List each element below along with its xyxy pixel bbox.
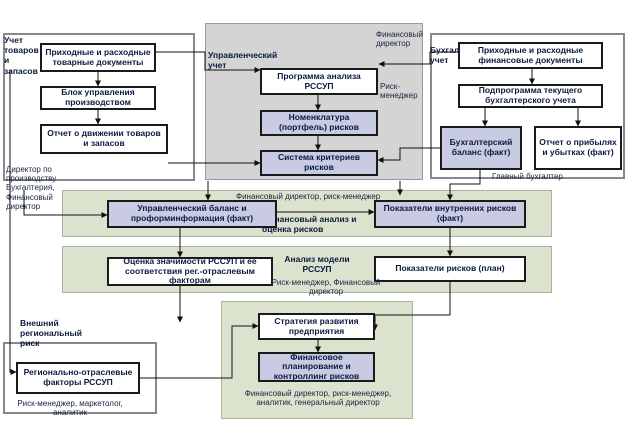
inventory-section-label: Учет товаров и запасов: [4, 35, 39, 76]
profit-loss-report-box[interactable]: Отчет о прибылях и убытках (факт): [534, 126, 622, 170]
management-finance-director-caption: Финансовый директор: [376, 30, 423, 49]
arrow-book-to-program: [378, 51, 458, 67]
external-risk-section-label: Внешний региональный риск: [20, 318, 82, 349]
rssup-program-box[interactable]: Программа анализа РССУП: [260, 68, 378, 95]
internal-risk-indicators-box[interactable]: Показатели внутренних рисков (факт): [374, 200, 526, 228]
strategy-roles-caption: Финансовый директор, риск-менеджер, анал…: [244, 389, 392, 408]
arrow-left-to-fin-balance: [23, 190, 108, 218]
risk-nomenclature-box[interactable]: Номенклатура (портфель) рисков: [260, 110, 378, 136]
inventory-roles-caption: Директор по производству Бухгалтерия, Фи…: [6, 165, 57, 211]
financial-planning-box[interactable]: Финансовое планирование и контроллинг ри…: [258, 352, 375, 382]
bookkeeping-subprogram-box[interactable]: Подпрограмма текущего бухгалтерского уче…: [458, 84, 603, 108]
production-block-box[interactable]: Блок управления производством: [40, 86, 156, 110]
model-roles-caption: Риск-менеджер, Финансовый директор: [271, 278, 381, 297]
planned-risk-indicators-box[interactable]: Показатели рисков (план): [374, 256, 526, 282]
financial-analysis-section-label: Финансовый анализ и оценка рисков: [262, 214, 357, 235]
regional-roles-caption: Риск-менеджер, маркетолог, аналитик: [17, 399, 123, 418]
risk-criteria-box[interactable]: Система критериев рисков: [260, 150, 378, 176]
model-analysis-section-label: Анализ модели РССУП: [284, 254, 350, 275]
arrow-inventory-to-program: [156, 51, 261, 73]
inventory-report-box[interactable]: Отчет о движении товаров и запасов: [40, 124, 168, 154]
financial-documents-box[interactable]: Приходные и расходные финансовые докумен…: [458, 42, 603, 69]
bookkeeping-panel: [430, 33, 625, 179]
chief-accountant-caption: Главный бухгалтер: [492, 172, 563, 181]
inventory-panel: [3, 33, 195, 181]
arrow-balance-to-criteria: [377, 147, 440, 163]
regional-factors-box[interactable]: Регионально-отраслевые факторы РССУП: [16, 362, 140, 394]
accounting-balance-box[interactable]: Бухгалтерский баланс (факт): [440, 126, 522, 170]
rssup-assessment-box[interactable]: Оценка значимости РССУП и ее соответстви…: [107, 256, 273, 286]
management-section-label: Управленческий учет: [208, 50, 278, 71]
management-risk-manager-caption: Риск-менеджер: [380, 82, 418, 101]
arrow-model-indicators-to-strategy: [375, 282, 451, 316]
fin-analysis-roles-caption: Финансовый директор, риск-менеджер: [236, 192, 381, 201]
inventory-documents-box[interactable]: Приходные и расходные товарные документы: [40, 43, 156, 72]
management-balance-box[interactable]: Управленческий баланс и проформинформаци…: [107, 200, 277, 228]
bookkeeping-section-label: Бухгалтерский учет: [430, 45, 493, 66]
arrow-inventory-left-down: [9, 70, 17, 375]
enterprise-strategy-box[interactable]: Стратегия развития предприятия: [258, 313, 375, 340]
arrow-balance-down-to-indicators: [447, 170, 481, 201]
arrow-regional-to-assessment: [140, 323, 259, 379]
